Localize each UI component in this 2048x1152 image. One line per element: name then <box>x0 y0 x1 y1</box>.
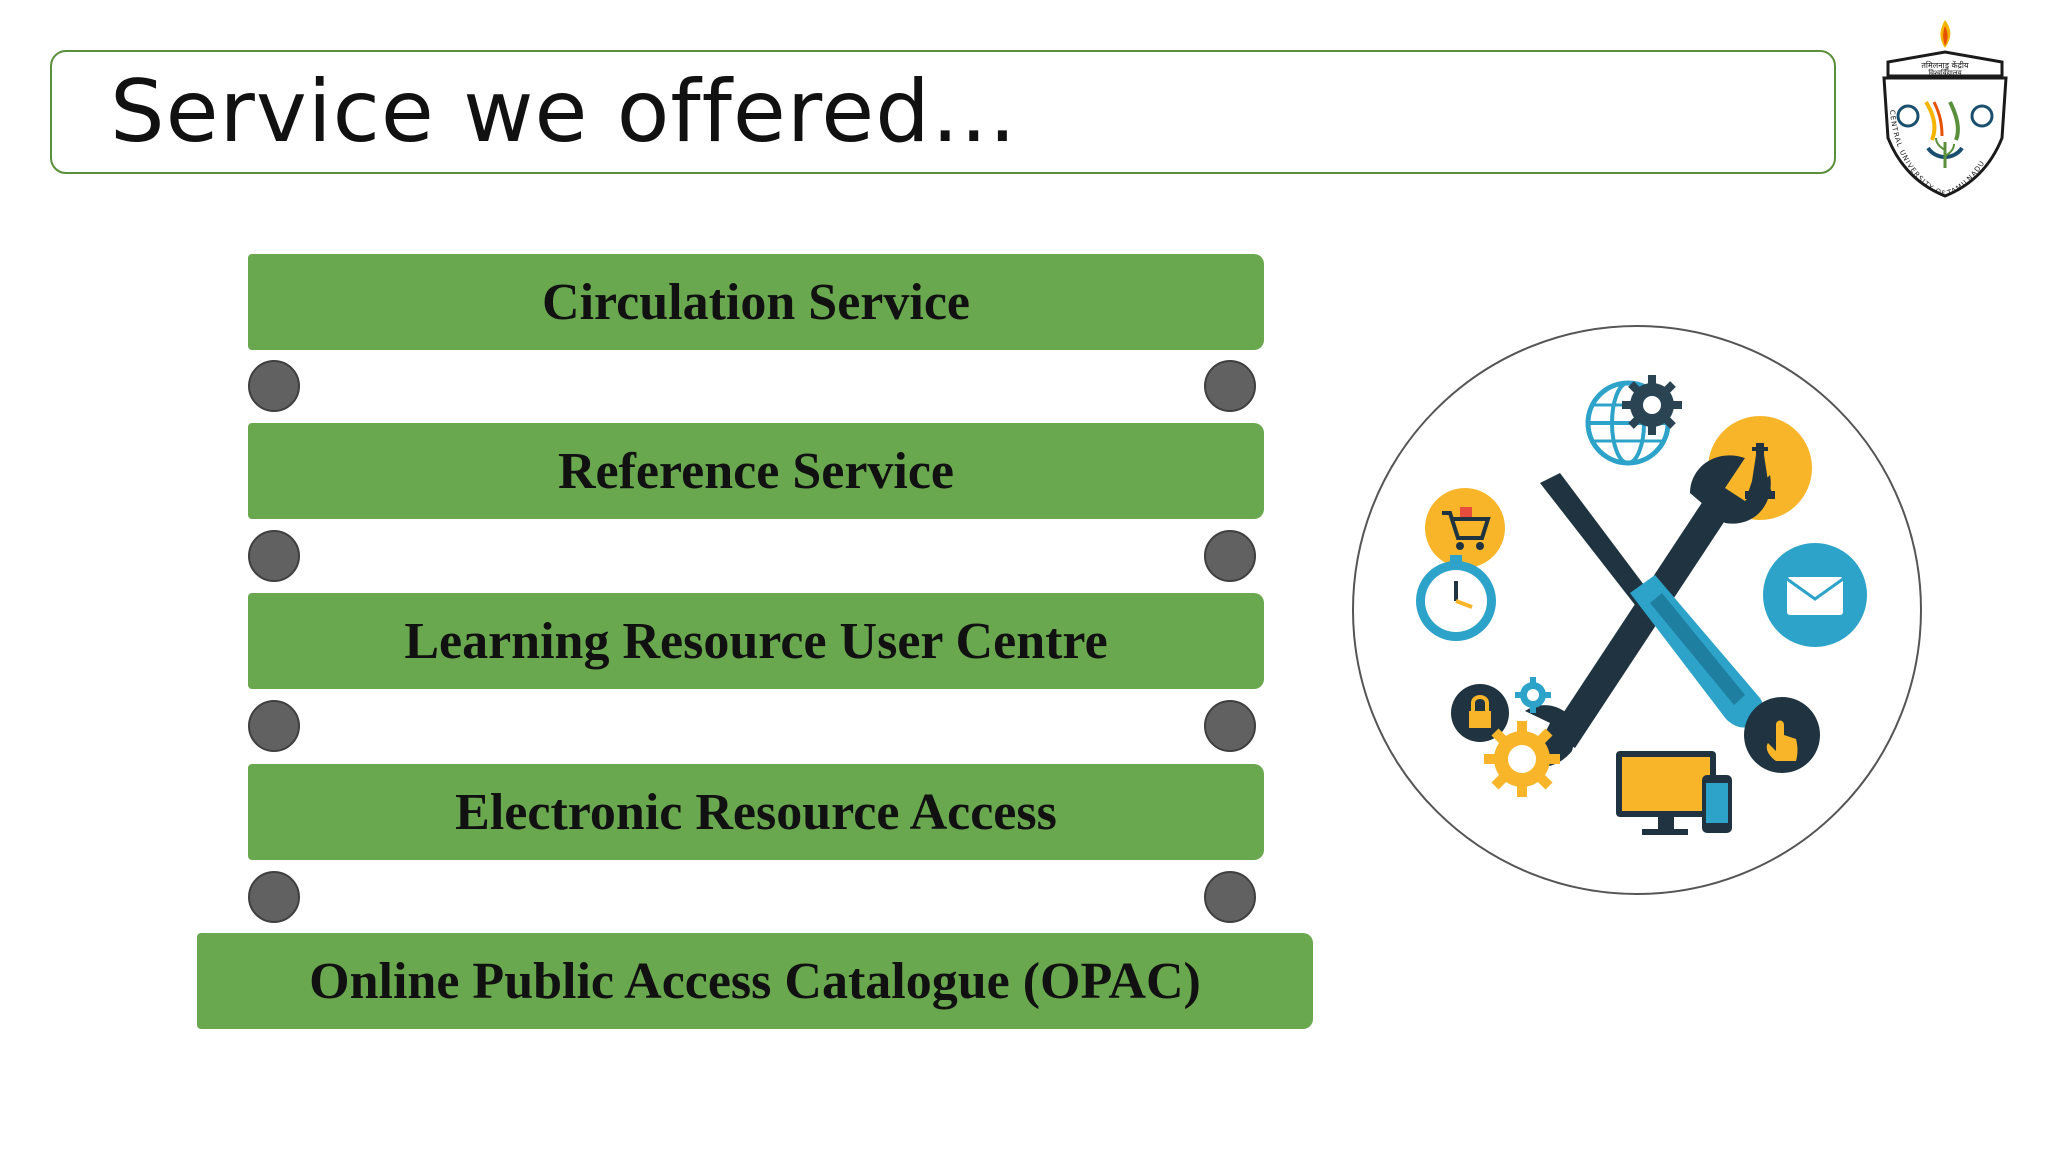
service-electronic-resource: Electronic Resource Access <box>248 764 1264 860</box>
connector-dot <box>1204 360 1256 412</box>
globe-gear-icon <box>1585 375 1682 466</box>
svg-text:तमिलनाडु केंद्रीय: तमिलनाडु केंद्रीय <box>1921 60 1969 71</box>
connector-dot <box>1204 700 1256 752</box>
service-circulation: Circulation Service <box>248 254 1264 350</box>
touch-icon <box>1744 697 1820 773</box>
lock-icon <box>1451 684 1509 742</box>
title-box: Service we offered… <box>50 50 1836 174</box>
connector-dot <box>248 360 300 412</box>
tools-illustration <box>1352 325 1922 895</box>
gear-icon <box>1484 677 1560 797</box>
service-opac: Online Public Access Catalogue (OPAC) <box>197 933 1313 1029</box>
connector-dot <box>248 530 300 582</box>
service-reference: Reference Service <box>248 423 1264 519</box>
page-title: Service we offered… <box>110 62 1018 162</box>
connector-dot <box>1204 871 1256 923</box>
connector-dot <box>248 700 300 752</box>
shopping-cart-icon <box>1425 488 1505 568</box>
email-icon <box>1763 543 1867 647</box>
university-logo: तमिलनाडु केंद्रीय विश्वविद्यालय CENTRAL … <box>1882 20 2008 198</box>
service-learning-resource: Learning Resource User Centre <box>248 593 1264 689</box>
connector-dot <box>248 871 300 923</box>
connector-dot <box>1204 530 1256 582</box>
clock-icon <box>1416 555 1496 641</box>
monitor-phone-icon <box>1616 751 1732 835</box>
screwdriver-icon <box>1540 473 1764 728</box>
svg-text:विश्वविद्यालय: विश्वविद्यालय <box>1928 68 1962 77</box>
